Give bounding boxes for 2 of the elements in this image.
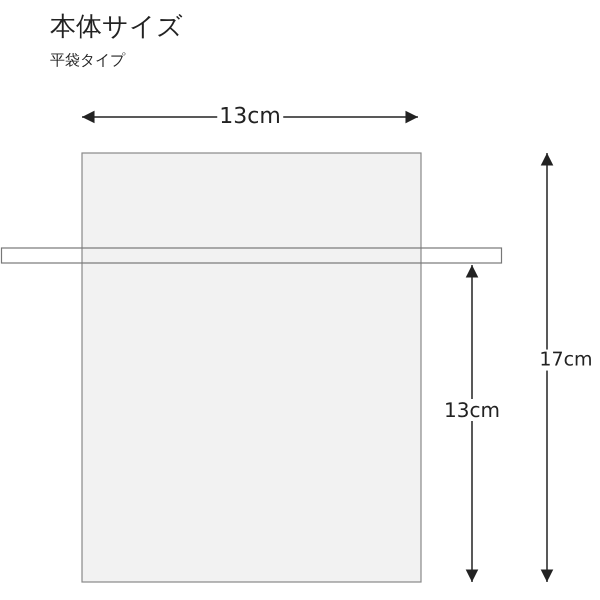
subtitle: 平袋タイプ <box>50 52 125 68</box>
title: 本体サイズ <box>50 12 183 44</box>
